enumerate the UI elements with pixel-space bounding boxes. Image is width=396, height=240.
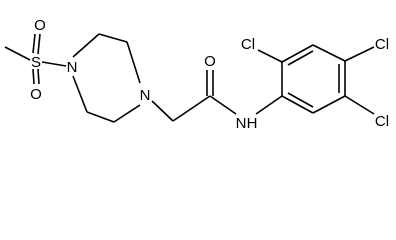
atom-label-chlorine-ortho: Cl [241,36,255,53]
bond-c-lower-right-c-lower-left [86,111,115,123]
bond-n1-c-upper-left [72,33,100,58]
atom-label-nitrogen-piperazine-alkyl: N [140,87,151,104]
bond-c5-cl3 [344,95,375,115]
atom-label-oxygen-sulfonyl-bottom: O [30,86,42,103]
bond-ring-c2-c3-inner [287,50,314,66]
bond-carbonyl-nh [209,95,237,115]
bond-ring-c5-c6 [312,95,346,114]
bond-ring-c2-c3 [281,44,314,63]
bond-c-upper-right-n2 [126,41,141,84]
atom-label-oxygen-carbonyl: O [204,53,216,70]
bond-s-o2 [32,68,35,85]
bond-n2-c-lower-right [113,104,141,123]
atom-label-nitrogen-amide: N [236,115,247,132]
bond-nh-aryl [255,95,283,115]
chemical-structure: S O O N N O N H Cl Cl Cl [4,17,389,132]
bond-ring-c6-c1-inner [287,92,314,108]
bond-s-o1 [37,33,41,55]
atom-labels: S O O N N O N H Cl Cl Cl [30,17,389,132]
bond-c-lower-left-n1 [72,75,88,113]
bond-ch3-s [4,46,31,61]
bond-c-upper-left-c-upper-right [98,33,128,43]
bond-ch2-carbonyl [172,95,211,122]
bond-s-n1 [41,61,67,67]
atom-label-chlorine-meta: Cl [375,113,389,130]
bond-c4-cl2 [344,46,375,62]
bond-ring-c6-c1 [281,95,314,114]
bond-c2-cl1 [257,49,283,63]
bond-ring-c3-c4 [312,44,346,62]
atom-label-hydrogen-amide: H [247,115,258,132]
bond-s-o1-second [32,33,36,54]
bonds [4,33,375,123]
atom-label-sulfur: S [31,54,41,71]
atom-label-chlorine-para: Cl [375,36,389,53]
atom-label-nitrogen-piperazine-sulfonyl: N [67,59,78,76]
bond-s-o2-second [37,68,40,85]
atom-label-oxygen-sulfonyl-top: O [34,17,46,34]
bond-n2-ch2 [151,100,174,122]
